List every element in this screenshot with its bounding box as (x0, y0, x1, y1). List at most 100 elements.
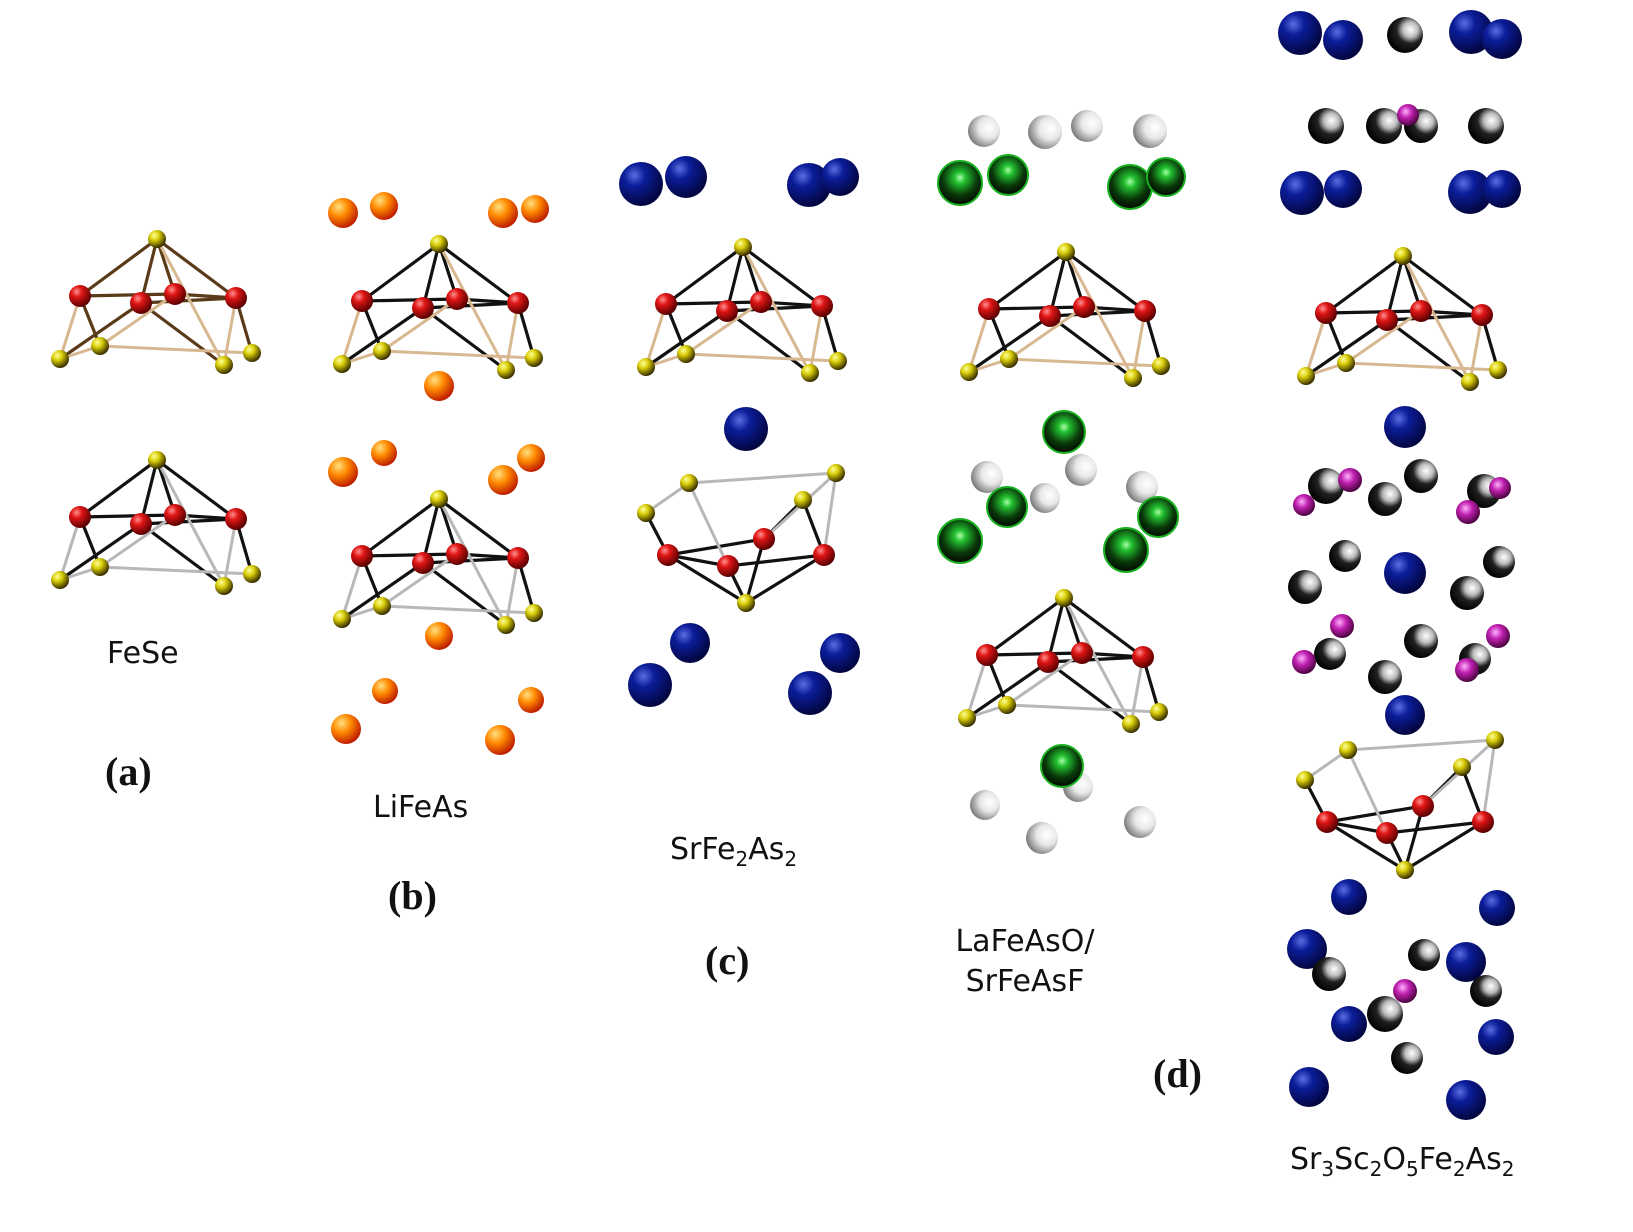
fe-atom (1073, 296, 1095, 318)
sr-atom (787, 163, 831, 207)
bond (664, 300, 763, 306)
li-atom (425, 622, 453, 650)
bond (1481, 738, 1497, 824)
li-atom (371, 440, 397, 466)
as-atom (734, 238, 752, 256)
bond (1385, 820, 1485, 835)
sr-atom (724, 407, 768, 451)
bond (155, 458, 238, 521)
bond (965, 660, 1050, 720)
li-atom (328, 198, 358, 228)
bond (380, 552, 459, 608)
fe-atom (716, 300, 738, 322)
fe-atom (811, 295, 833, 317)
fe-atom (1376, 822, 1398, 844)
sr-atom (628, 663, 672, 707)
o-atom (1028, 115, 1062, 149)
dark-o-atom (1368, 660, 1402, 694)
dark-o-atom (1314, 638, 1346, 670)
sc-atom (1293, 494, 1315, 516)
as-atom (525, 349, 543, 367)
dark-o-atom (1404, 459, 1438, 493)
as-atom (1055, 589, 1073, 607)
as-atom (829, 352, 847, 370)
bond (437, 242, 508, 372)
fe-atom (655, 293, 677, 315)
bond (666, 537, 766, 557)
bond (155, 458, 226, 588)
dark-o-atom (1329, 540, 1361, 572)
as-atom (1150, 703, 1168, 721)
bond (1401, 254, 1472, 384)
fe-atom (69, 285, 91, 307)
fe-atom (225, 287, 247, 309)
fe-atom (1132, 646, 1154, 668)
sr-atom (1479, 890, 1515, 926)
dark-o-atom (1288, 570, 1322, 604)
bond (985, 596, 1066, 657)
bond (360, 242, 441, 303)
bond (155, 237, 226, 367)
bond (1403, 804, 1425, 872)
bond (340, 554, 364, 621)
sr-atom (1331, 1006, 1367, 1042)
sr-atom (1449, 10, 1493, 54)
dark-o-atom (1312, 957, 1346, 991)
bond (664, 245, 745, 306)
as-atom (1152, 357, 1170, 375)
li-atom (370, 192, 398, 220)
li-atom (521, 195, 549, 223)
bond (155, 237, 238, 300)
fe-atom (1472, 811, 1494, 833)
bond (98, 344, 254, 355)
as-atom (801, 364, 819, 382)
bond (1007, 357, 1163, 368)
fe-atom (507, 547, 529, 569)
la-atom (1042, 410, 1086, 454)
li-atom (331, 714, 361, 744)
o-atom (1071, 110, 1103, 142)
fe-atom (1071, 642, 1093, 664)
bond (987, 250, 1068, 311)
bond (1324, 254, 1405, 315)
sc-atom (1292, 650, 1316, 674)
bond (78, 513, 177, 519)
o-atom (970, 790, 1000, 820)
bond (98, 565, 254, 576)
compound-label-srfe2as2: SrFe2As2 (670, 832, 798, 871)
as-atom (430, 490, 448, 508)
fe-atom (412, 552, 434, 574)
bond (58, 301, 143, 361)
bond (340, 299, 364, 366)
o-atom (1126, 471, 1158, 503)
fe-atom (446, 288, 468, 310)
bond (644, 309, 729, 369)
bond (744, 553, 826, 605)
bond (985, 651, 1084, 657)
li-atom (372, 678, 398, 704)
bond (741, 245, 824, 308)
fe-atom (507, 292, 529, 314)
bond-layer (58, 237, 1500, 872)
as-atom (91, 558, 109, 576)
panel-tag-d: (d) (1153, 1051, 1202, 1096)
fe-atom (1471, 304, 1493, 326)
li-atom (485, 725, 515, 755)
bond (1344, 309, 1423, 365)
fe-atom (1039, 305, 1061, 327)
fe-atom (717, 555, 739, 577)
sr-atom (821, 158, 859, 196)
as-atom (960, 363, 978, 381)
panel-tag-c: (c) (705, 938, 750, 983)
sc-atom (1489, 477, 1511, 499)
bond (808, 304, 824, 375)
as-atom (497, 361, 515, 379)
fe-atom (1315, 302, 1337, 324)
dark-o-atom (1450, 576, 1484, 610)
bond (222, 296, 238, 367)
fe-atom (1316, 811, 1338, 833)
as-atom (1339, 741, 1357, 759)
bond (684, 300, 763, 356)
bond (504, 556, 520, 627)
compound-label-lifeas: LiFeAs (373, 790, 469, 825)
